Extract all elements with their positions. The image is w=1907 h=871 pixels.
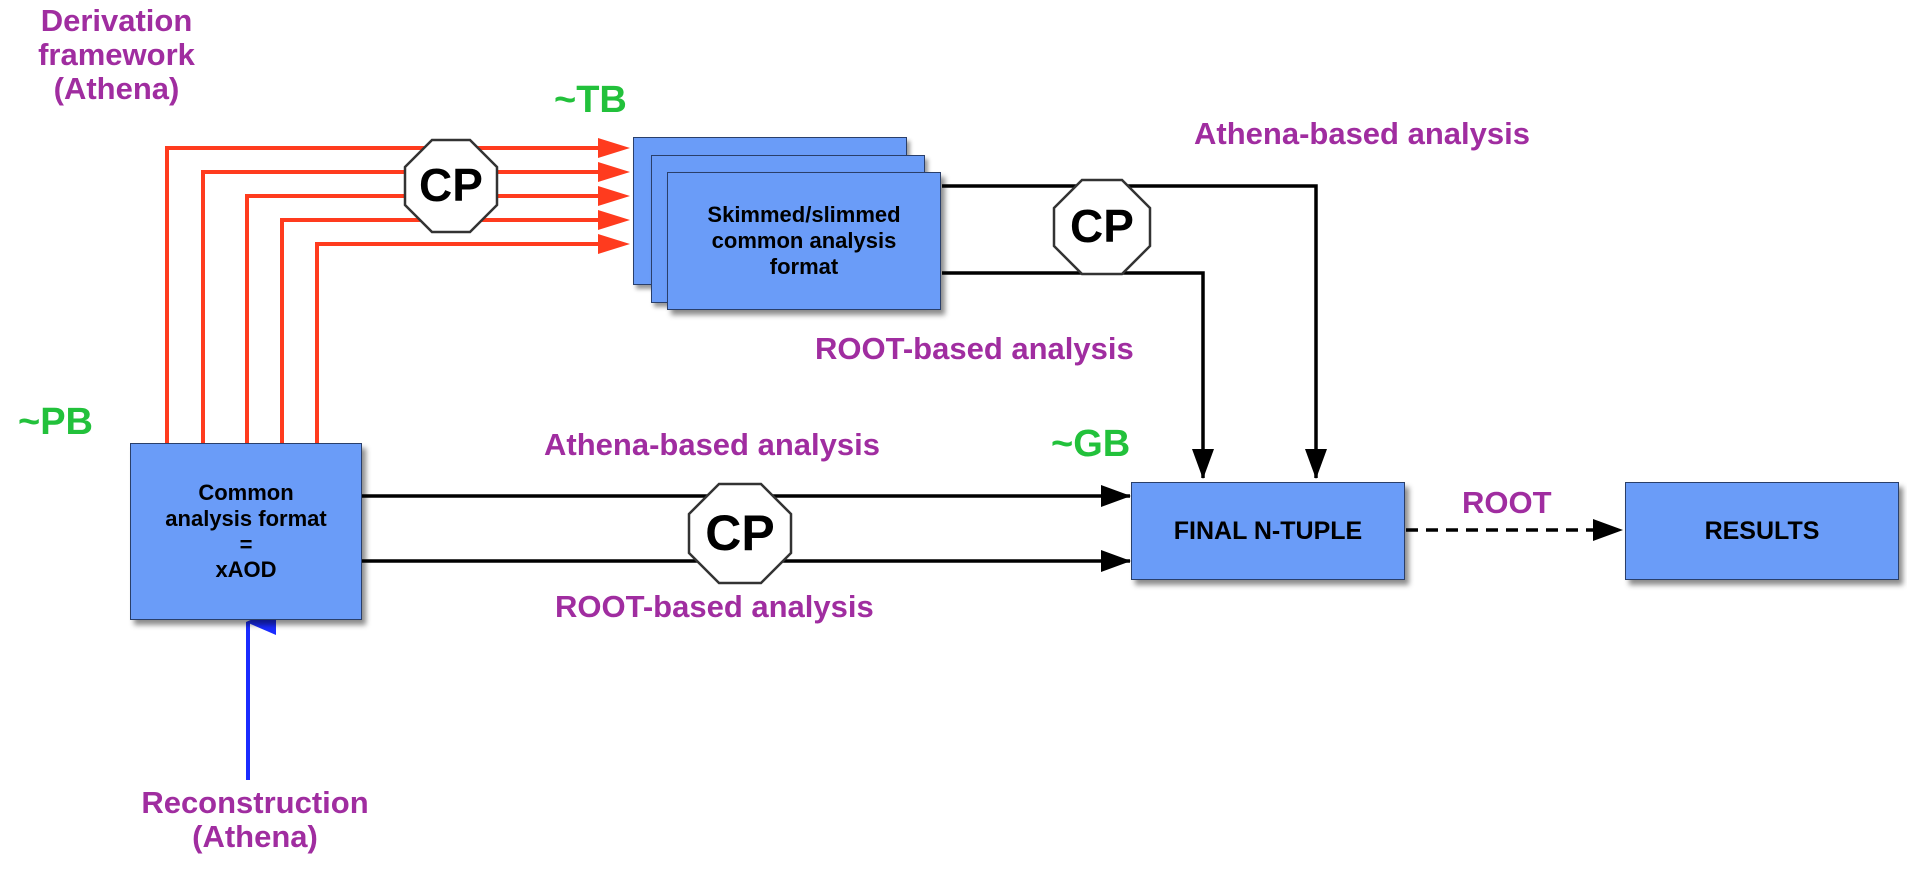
derivation-arrow-4 [280,215,617,445]
tb-size-label: ~TB [554,79,627,121]
reconstruction-label: Reconstruction (Athena) [141,785,369,855]
cp-label: CP [419,159,483,211]
xaod-box-label: Common analysis format = xAOD [165,479,327,583]
derivation-arrow-5 [315,239,617,445]
skimmed-box: Skimmed/slimmed common analysis format [667,172,941,310]
cp-octagon-derivation: CP [403,138,499,234]
cp-octagon-skimmed: CP [1052,178,1152,276]
root-analysis-top-label: ROOT-based analysis [815,331,1134,366]
cp-label: CP [1070,200,1134,252]
pb-size-label: ~PB [18,401,93,443]
gb-size-label: ~GB [1051,423,1131,465]
cp-octagon-xaod: CP [687,482,793,585]
derivation-arrow-2 [201,167,617,445]
root-analysis-mid-label: ROOT-based analysis [555,589,874,624]
skimmed-box-label: Skimmed/slimmed common analysis format [707,202,901,279]
athena-analysis-top-label: Athena-based analysis [1194,116,1530,151]
cp-label: CP [705,505,774,561]
derivation-arrows [165,143,617,445]
athena-analysis-mid-label: Athena-based analysis [544,427,880,462]
derivation-arrow-3 [245,191,617,445]
root-label: ROOT [1462,485,1552,520]
arrow-skimmed-to-ntuple-root [942,271,1214,479]
derivation-framework-label: Derivation framework (Athena) [38,3,195,107]
final-ntuple-box: FINAL N-TUPLE [1131,482,1405,580]
final-ntuple-label: FINAL N-TUPLE [1173,516,1363,545]
derivation-arrowheads [598,138,630,254]
derivation-arrow-1 [165,143,617,445]
arrow-skimmed-to-ntuple-athena [942,184,1327,479]
xaod-box: Common analysis format = xAOD [130,443,362,620]
results-label: RESULTS [1704,516,1820,545]
results-box: RESULTS [1625,482,1899,580]
